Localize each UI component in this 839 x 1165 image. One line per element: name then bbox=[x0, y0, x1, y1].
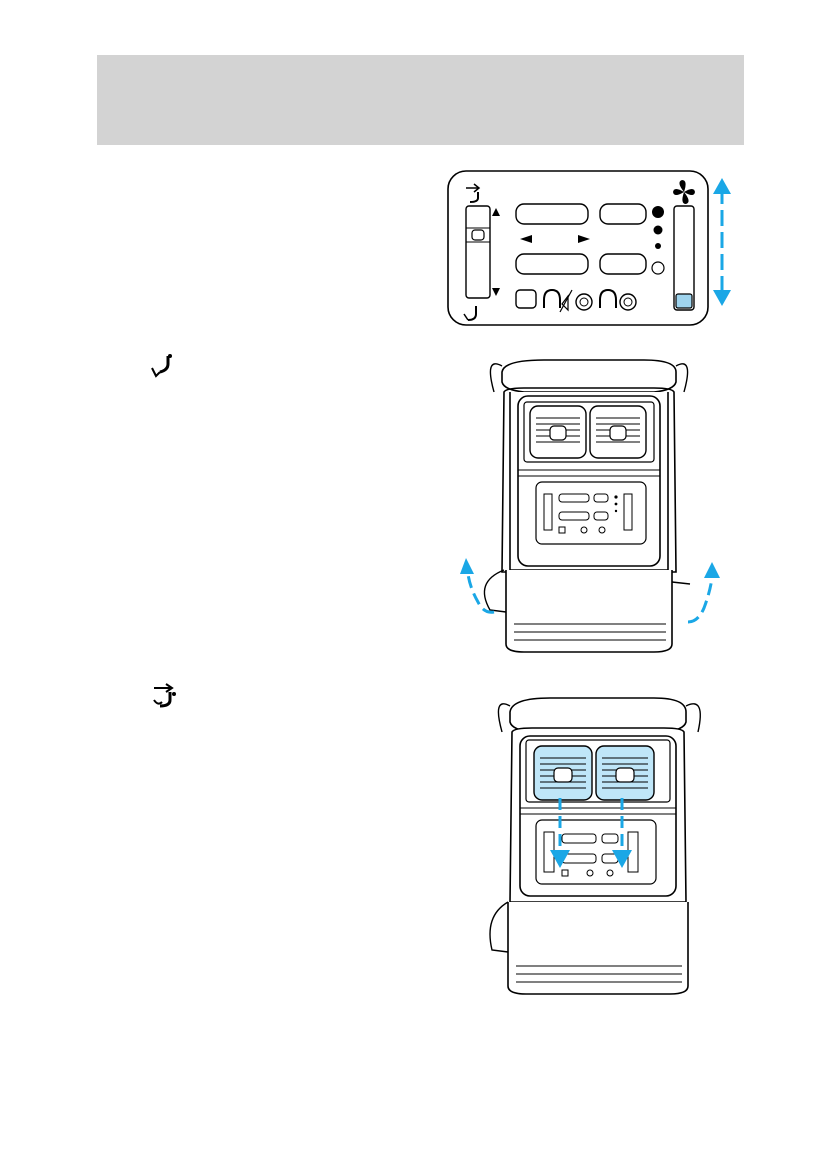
left-vent-highlighted bbox=[534, 746, 592, 800]
fan-speed-high bbox=[652, 206, 664, 218]
fan-speed-low bbox=[655, 243, 661, 249]
fan-speed-medium bbox=[654, 226, 663, 235]
panel-vent-airflow-icon bbox=[148, 680, 182, 710]
airflow-mode-slider[interactable] bbox=[466, 206, 490, 298]
headphone-jack-icon[interactable] bbox=[620, 294, 636, 310]
left-vent bbox=[530, 406, 586, 458]
right-vent bbox=[590, 406, 646, 458]
floor-vent-airflow-icon bbox=[148, 352, 182, 382]
fan-speed-slider[interactable] bbox=[674, 206, 694, 310]
power-button[interactable] bbox=[516, 290, 536, 308]
header-band bbox=[97, 55, 744, 145]
headphone-jack-icon[interactable] bbox=[576, 294, 592, 310]
floor-airflow-arrow-right bbox=[688, 562, 720, 622]
audio-button-small-top[interactable] bbox=[600, 204, 646, 224]
mini-control-panel bbox=[536, 482, 646, 544]
fan-adjust-arrow bbox=[713, 178, 731, 306]
floor-airflow-arrow-left bbox=[460, 558, 494, 612]
right-vent-highlighted bbox=[596, 746, 654, 800]
audio-button-small-bottom[interactable] bbox=[600, 254, 646, 274]
fan-speed-off bbox=[652, 262, 664, 274]
audio-button-large-bottom[interactable] bbox=[516, 254, 588, 274]
rear-console-panel-mode bbox=[474, 690, 734, 1000]
audio-button-large-top[interactable] bbox=[516, 204, 588, 224]
rear-climate-control-panel bbox=[440, 166, 740, 332]
rear-console-floor-mode bbox=[444, 352, 734, 662]
